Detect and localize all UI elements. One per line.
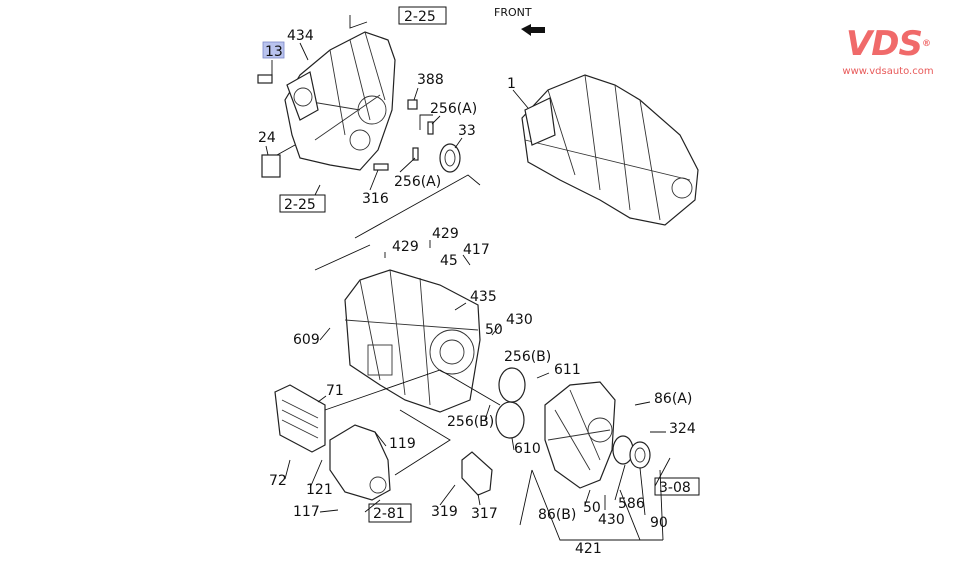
ref-box-3-08[interactable]: 3-08 — [654, 477, 700, 496]
callout-256a-2[interactable]: 256(A) — [394, 174, 441, 190]
seal-90 — [629, 441, 651, 469]
callout-45[interactable]: 45 — [440, 253, 458, 269]
callout-117[interactable]: 117 — [293, 504, 320, 520]
callout-609[interactable]: 609 — [293, 332, 320, 348]
callout-33[interactable]: 33 — [458, 123, 476, 139]
gasket-256b — [498, 367, 526, 403]
part-316 — [373, 163, 389, 171]
pin-256a-2 — [412, 147, 419, 161]
ref-box-2-81[interactable]: 2-81 — [368, 503, 412, 523]
callout-50[interactable]: 50 — [485, 322, 503, 338]
callout-611[interactable]: 611 — [554, 362, 581, 378]
callout-72[interactable]: 72 — [269, 473, 287, 489]
seal-586 — [612, 435, 634, 465]
callout-388[interactable]: 388 — [417, 72, 444, 88]
callout-319[interactable]: 319 — [431, 504, 458, 520]
callout-610[interactable]: 610 — [514, 441, 541, 457]
callout-429[interactable]: 429 — [392, 239, 419, 255]
svg-text:2-25: 2-25 — [404, 9, 436, 25]
vds-logo: VDS® www.vdsauto.com — [828, 26, 948, 77]
transmission-assembly-part — [521, 74, 699, 226]
callout-316[interactable]: 316 — [362, 191, 389, 207]
callout-71[interactable]: 71 — [326, 383, 344, 399]
pin-256a — [427, 121, 434, 135]
callout-324[interactable]: 324 — [669, 421, 696, 437]
seal-33 — [439, 143, 461, 173]
front-label: FRONT — [494, 6, 532, 19]
callout-1[interactable]: 1 — [507, 76, 516, 92]
bolt-13-part — [257, 74, 273, 84]
callout-586[interactable]: 586 — [618, 496, 645, 512]
svg-text:2-25: 2-25 — [284, 197, 316, 213]
callout-86b[interactable]: 86(B) — [538, 507, 576, 523]
pto-part — [329, 424, 391, 501]
callout-256a[interactable]: 256(A) — [430, 101, 477, 117]
callout-435[interactable]: 435 — [470, 289, 497, 305]
logo-url: www.vdsauto.com — [842, 66, 934, 77]
bell-housing-part — [284, 31, 396, 171]
part-388 — [407, 99, 418, 110]
callout-90[interactable]: 90 — [650, 515, 668, 531]
callout-421[interactable]: 421 — [575, 541, 602, 557]
callout-24[interactable]: 24 — [258, 130, 276, 146]
svg-text:3-08: 3-08 — [659, 480, 691, 496]
callout-434[interactable]: 434 — [287, 28, 314, 44]
rear-housing-part — [544, 381, 616, 489]
callout-317[interactable]: 317 — [471, 506, 498, 522]
front-arrow-icon — [521, 24, 545, 36]
ref-box-2-25-top[interactable]: 2-25 — [398, 6, 447, 25]
callout-429-2[interactable]: 429 — [432, 226, 459, 242]
callout-50-2[interactable]: 50 — [583, 500, 601, 516]
gasket-610 — [495, 401, 525, 439]
callout-119[interactable]: 119 — [389, 436, 416, 452]
transmission-case-part — [344, 269, 481, 413]
svg-text:2-81: 2-81 — [373, 506, 405, 522]
svg-text:13: 13 — [265, 44, 283, 60]
callout-430[interactable]: 430 — [506, 312, 533, 328]
callout-430-2[interactable]: 430 — [598, 512, 625, 528]
callout-86a[interactable]: 86(A) — [654, 391, 692, 407]
part-24 — [261, 154, 281, 178]
callout-256b[interactable]: 256(B) — [504, 349, 551, 365]
callout-13-highlighted[interactable]: 13 — [262, 41, 285, 60]
cover-317-part — [461, 451, 493, 496]
callout-256b-2[interactable]: 256(B) — [447, 414, 494, 430]
callout-417[interactable]: 417 — [463, 242, 490, 258]
callout-121[interactable]: 121 — [306, 482, 333, 498]
ref-box-2-25-bottom[interactable]: 2-25 — [279, 194, 326, 213]
